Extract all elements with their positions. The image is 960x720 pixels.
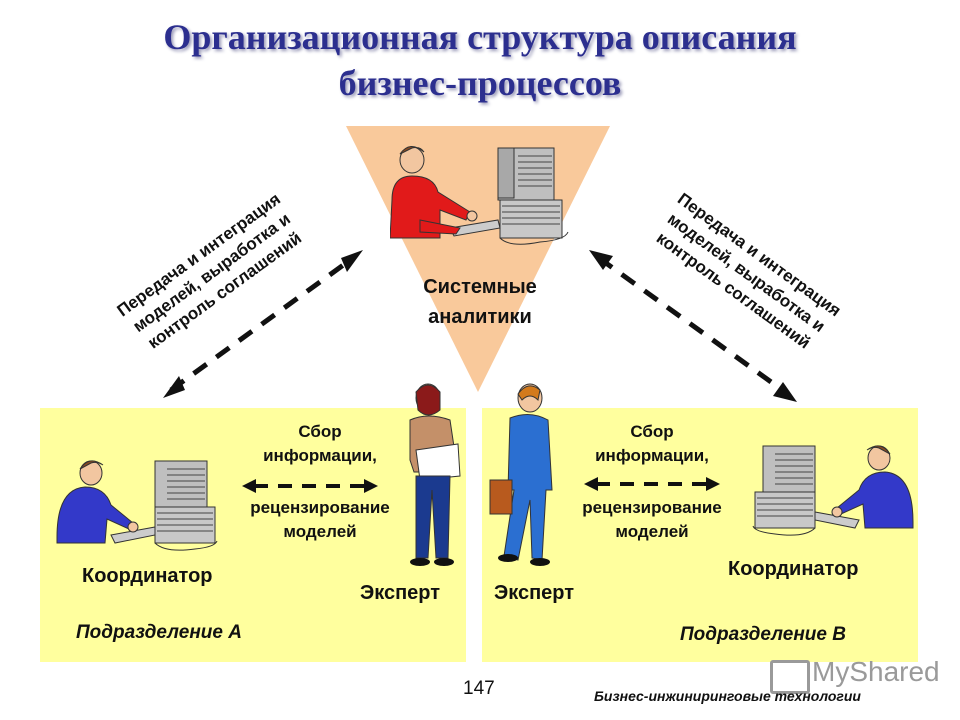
- analyst-at-computer-icon: [390, 146, 569, 245]
- right-double-arrow-icon: [589, 250, 797, 402]
- page-number: 147: [463, 678, 495, 699]
- exchange-label-b-bottom: рецензирование моделей: [582, 498, 722, 541]
- double-arrow-icon: [584, 477, 720, 491]
- expert-b-label: Эксперт: [494, 582, 575, 604]
- left-double-arrow-icon: [163, 250, 363, 398]
- double-arrow-icon: [242, 479, 378, 493]
- expert-a-label: Эксперт: [360, 582, 441, 604]
- system-analysts-label: Системные аналитики: [423, 276, 537, 328]
- department-a-label: Подразделение А: [76, 622, 242, 643]
- title-line-1: Организационная структура описания: [163, 17, 797, 57]
- title-line-2: бизнес-процессов: [338, 63, 622, 103]
- page-title: Организационная структура описания бизне…: [0, 14, 960, 106]
- myshared-logo-icon: [770, 660, 810, 694]
- exchange-label-a-bottom: рецензирование моделей: [250, 498, 390, 541]
- department-b-panel: [482, 408, 918, 662]
- expert-standing-icon: [409, 383, 461, 566]
- course-title: Бизнес-инжиниринговые технологии: [594, 688, 861, 704]
- coordinator-a-label: Координатор: [82, 565, 213, 587]
- exchange-label-a-top: Сбор информации,: [263, 422, 377, 465]
- coordinator-b-label: Координатор: [728, 558, 859, 580]
- expert-walking-icon: [489, 383, 553, 566]
- department-b-label: Подразделение В: [680, 624, 846, 645]
- coordinator-a-at-computer-icon: [56, 460, 218, 551]
- exchange-label-b-top: Сбор информации,: [595, 422, 709, 465]
- coordinator-b-at-computer-icon: [752, 445, 914, 536]
- watermark: MyShared: [812, 656, 940, 687]
